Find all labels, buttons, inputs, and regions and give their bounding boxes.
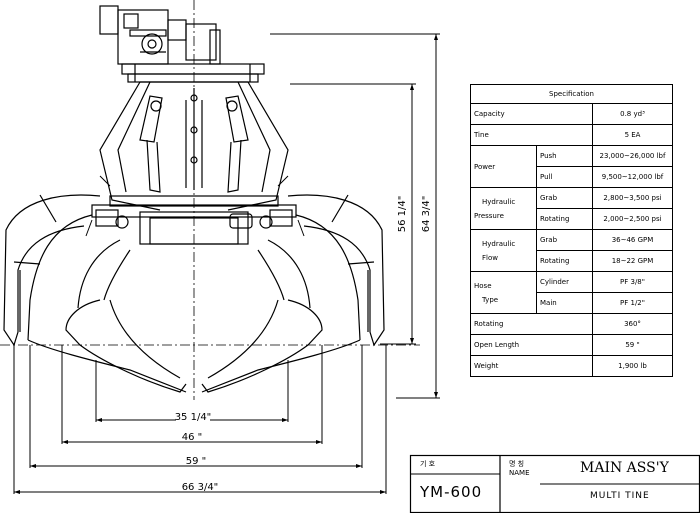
spec-row-rotating: Rotating 360°	[470, 313, 674, 335]
rotator-plate	[121, 63, 265, 83]
centerlines	[0, 0, 420, 400]
dim-width-46: 46 "	[182, 432, 203, 443]
code-label: 기 호	[420, 460, 436, 468]
name-label: 명 칭	[509, 460, 525, 468]
spec-value: PF 1/2"	[591, 292, 674, 314]
spec-label: Hydraulic Flow	[470, 229, 537, 272]
spec-label: Capacity	[470, 103, 593, 125]
dim-width-overall: 66 3/4"	[182, 482, 219, 493]
left-middle-tine	[27, 214, 187, 393]
right-outer-tine	[287, 194, 385, 347]
dim-width-59: 59 "	[186, 456, 207, 467]
name-label-en: NAME	[509, 469, 530, 477]
spec-sublabel: Push	[536, 145, 593, 167]
tick-marks	[85, 175, 305, 237]
spec-label-line: Hose	[474, 281, 492, 290]
dim-height-56: 56 1/4"	[397, 196, 408, 233]
spec-row-flow-rotating: Rotating 18~22 GPM	[471, 250, 674, 272]
left-outer-tine	[3, 194, 101, 347]
spec-value: 2,000~2,500 psi	[591, 208, 674, 230]
specification-table: Specification Capacity 0.8 yd³ Tine 5 EA…	[469, 84, 674, 377]
spec-sublabel: Cylinder	[536, 271, 593, 293]
spec-row-hose-cylinder: Hose Type Cylinder PF 3/8"	[470, 271, 674, 314]
spec-label: Power	[470, 145, 537, 188]
model-code: YM-600	[420, 483, 483, 501]
spec-label-line: Pressure	[474, 211, 504, 220]
spec-label-line: Flow	[482, 253, 498, 262]
spec-label-line: Hydraulic	[482, 197, 516, 206]
spec-sublabel: Grab	[536, 229, 593, 251]
spec-sublabel: Rotating	[536, 208, 593, 230]
spec-value: 9,500~12,000 lbf	[591, 166, 674, 188]
dim-width-inner: 35 1/4"	[175, 412, 212, 423]
spec-label: Hydraulic Pressure	[470, 187, 537, 230]
spec-value: 0.8 yd³	[591, 103, 674, 125]
spec-row-hose-main: Main PF 1/2"	[471, 292, 674, 314]
spec-label: Open Length	[470, 334, 593, 356]
spec-label: Tine	[470, 124, 593, 146]
spec-row-pressure-rotating: Rotating 2,000~2,500 psi	[471, 208, 674, 230]
spec-value: PF 3/8"	[591, 271, 674, 293]
spec-value: 1,900 lb	[591, 355, 674, 377]
spec-sublabel: Main	[536, 292, 593, 314]
dimension-arrows	[14, 34, 438, 494]
rotator-motor	[99, 5, 221, 65]
dim-height-64: 64 3/4"	[421, 196, 432, 233]
right-middle-tine	[201, 214, 361, 393]
spec-row-flow-grab: Hydraulic Flow Grab 36~46 GPM	[470, 229, 674, 272]
dimension-lines	[13, 33, 440, 494]
spec-sublabel: Grab	[536, 187, 593, 209]
spec-row-open-length: Open Length 59 "	[470, 334, 674, 356]
spec-value: 360°	[591, 313, 674, 335]
spec-sublabel: Rotating	[536, 250, 593, 272]
spec-value: 5 EA	[591, 124, 674, 146]
spec-value: 36~46 GPM	[591, 229, 674, 251]
title-block: 기 호 YM-600 명 칭 NAME MAIN ASS'Y MULTI TIN…	[410, 455, 700, 513]
spec-row-weight: Weight 1,900 lb	[470, 355, 674, 377]
spec-row-capacity: Capacity 0.8 yd³	[470, 103, 674, 125]
spec-value: 59 "	[591, 334, 674, 356]
spec-value: 23,000~26,000 lbf	[591, 145, 674, 167]
spec-row-power-push: Power Push 23,000~26,000 lbf	[470, 145, 674, 188]
spec-sublabel: Pull	[536, 166, 593, 188]
drawing-title: MAIN ASS'Y	[580, 460, 669, 476]
spec-value: 2,800~3,500 psi	[591, 187, 674, 209]
drawing-subtitle: MULTI TINE	[590, 491, 650, 501]
spec-value: 18~22 GPM	[591, 250, 674, 272]
spec-row-pressure-grab: Hydraulic Pressure Grab 2,800~3,500 psi	[470, 187, 674, 230]
spec-label: Hose Type	[470, 271, 537, 314]
spec-title: Specification	[469, 84, 674, 104]
spec-label: Weight	[470, 355, 593, 377]
front-tines	[65, 249, 323, 393]
spec-row-tine: Tine 5 EA	[470, 124, 674, 146]
spec-label-line: Type	[482, 295, 499, 304]
spec-label-line: Hydraulic	[482, 239, 516, 248]
spec-label: Rotating	[470, 313, 593, 335]
